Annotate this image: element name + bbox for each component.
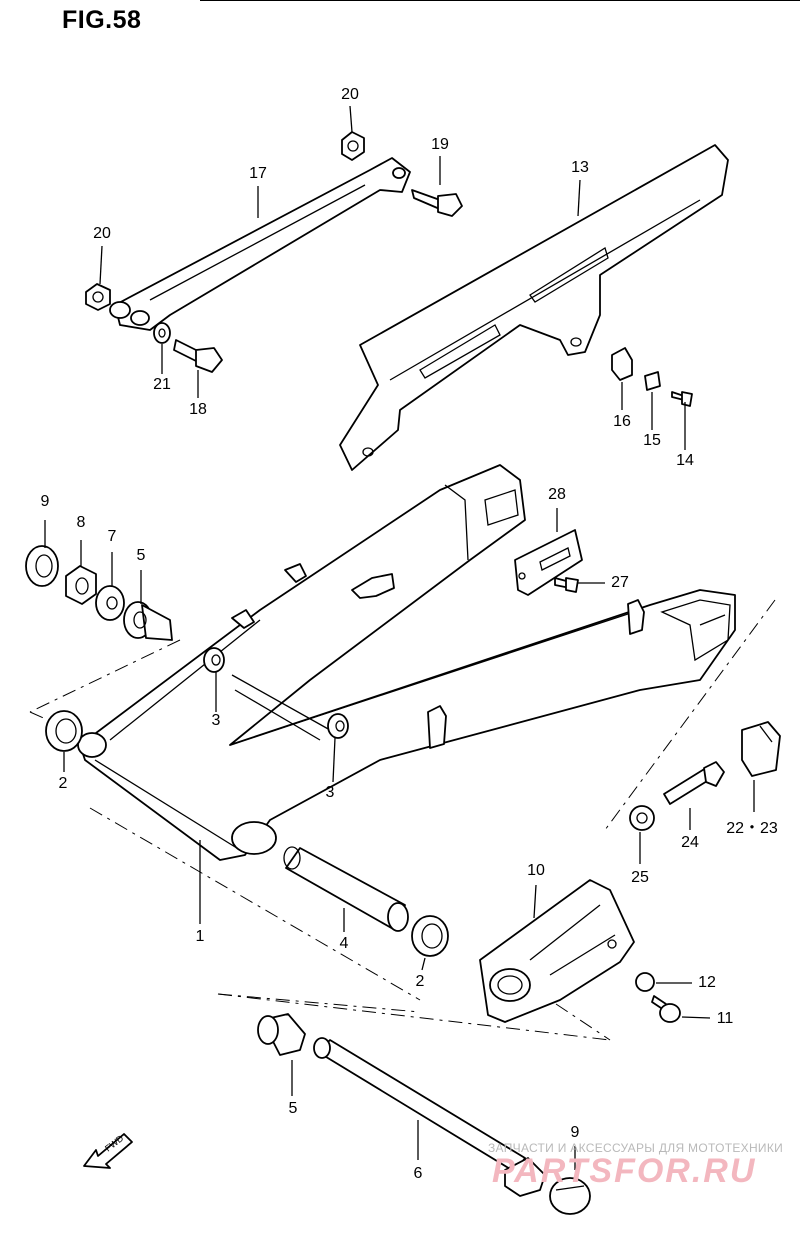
callout-c19: 19 — [431, 136, 449, 153]
chain-guard-part-13 — [339, 144, 729, 471]
callout-c9b: 9 — [570, 1124, 580, 1141]
bolt-part-24 — [663, 761, 725, 805]
collar-part-12 — [635, 972, 655, 992]
callout-c20a: 20 — [341, 86, 359, 103]
callout-c4: 4 — [339, 935, 349, 952]
screw-part-14 — [671, 391, 693, 407]
guide-lines — [29, 599, 776, 1041]
callout-c6: 6 — [413, 1165, 423, 1182]
callout-c21: 21 — [153, 376, 171, 393]
callout-c1: 1 — [195, 928, 205, 945]
callout-c10: 10 — [527, 862, 545, 879]
bolt-part-18 — [173, 339, 223, 373]
callout-c14: 14 — [676, 452, 694, 469]
callout-c15: 15 — [643, 432, 661, 449]
callout-c9a: 9 — [40, 493, 50, 510]
spacer-part-4 — [283, 846, 409, 932]
callout-c17: 17 — [249, 165, 267, 182]
callout-c5a: 5 — [136, 547, 146, 564]
callout-c18: 18 — [189, 401, 207, 418]
bushing-part-3-left — [203, 647, 225, 673]
watermark-tagline: ЗАПЧАСТИ И АКСЕССУАРЫ ДЛЯ МОТОТЕХНИКИ — [488, 1141, 784, 1155]
collar-part-5-top — [123, 601, 173, 641]
collar-part-15 — [644, 371, 661, 391]
watermark-logo: PARTSFOR.RU — [492, 1152, 757, 1190]
cap-part-9-top — [25, 545, 59, 587]
callout-c7: 7 — [107, 528, 117, 545]
callout-c11: 11 — [716, 1010, 734, 1027]
bearing-part-2-right — [411, 915, 449, 957]
callout-c2a: 2 — [58, 775, 68, 792]
callout-c3a: 3 — [211, 712, 221, 729]
callout-c28: 28 — [548, 486, 566, 503]
cap-part-9-bottom — [549, 1177, 591, 1215]
callout-c5b: 5 — [288, 1100, 298, 1117]
screw-part-27 — [554, 577, 579, 593]
figure-title: FIG.58 — [62, 6, 142, 34]
callout-c27: 27 — [611, 574, 629, 591]
swingarm-part-1 — [77, 464, 736, 861]
callout-c2b: 2 — [415, 973, 425, 990]
torque-link-part-17 — [109, 157, 411, 331]
chain-buffer-part-10 — [479, 879, 635, 1023]
washer-part-21 — [153, 322, 171, 344]
top-border-line — [200, 0, 800, 1]
nut-plate-part-22-23 — [741, 721, 781, 777]
nut-part-20-top — [341, 131, 365, 161]
bolt-part-19 — [411, 189, 463, 217]
callout-c3b: 3 — [325, 784, 335, 801]
callout-c13: 13 — [571, 159, 589, 176]
nut-part-8 — [65, 565, 97, 605]
callout-c2223: 22・23 — [726, 820, 778, 837]
nut-part-25 — [629, 805, 655, 831]
washer-part-7 — [95, 585, 125, 621]
callout-c16: 16 — [613, 413, 631, 430]
nut-part-20-left — [85, 283, 111, 311]
fwd-arrow-icon — [83, 1133, 133, 1169]
callout-c8: 8 — [76, 514, 86, 531]
bushing-part-3-right — [327, 713, 349, 739]
collar-part-5-bottom — [257, 1013, 306, 1056]
grommet-part-16 — [611, 347, 633, 381]
callout-c12: 12 — [698, 974, 716, 991]
bearing-part-2-left — [45, 710, 83, 752]
bolt-part-11 — [651, 995, 681, 1023]
callout-c24: 24 — [681, 834, 699, 851]
pivot-shaft-part-6 — [313, 1037, 546, 1197]
callout-c25: 25 — [631, 869, 649, 886]
callout-c20b: 20 — [93, 225, 111, 242]
